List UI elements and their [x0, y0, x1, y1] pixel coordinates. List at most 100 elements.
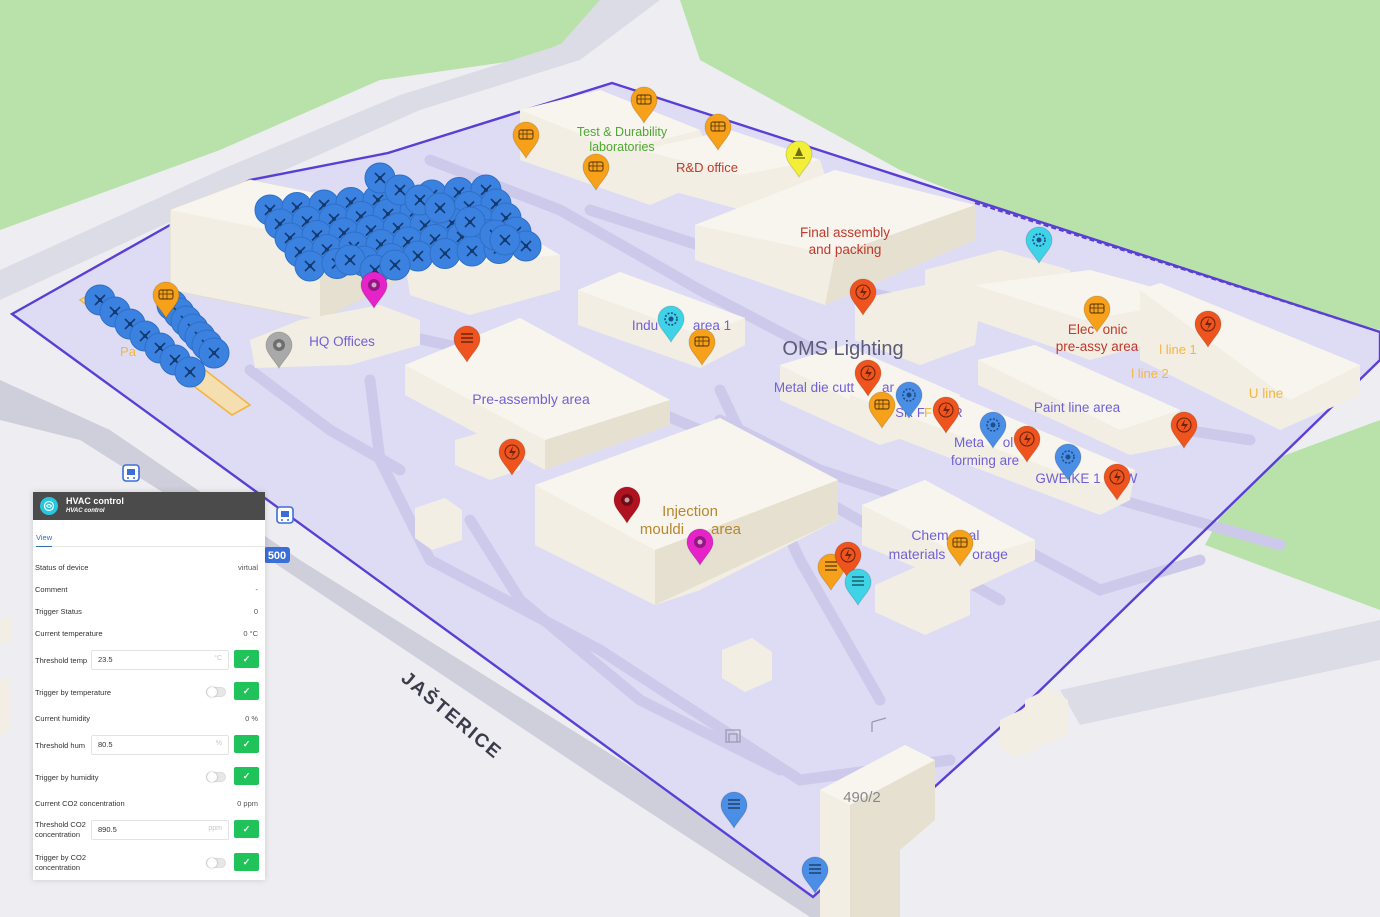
device-pin[interactable] [720, 791, 748, 829]
device-pin[interactable] [1054, 443, 1082, 481]
device-pin[interactable] [868, 391, 896, 429]
device-pin[interactable] [688, 328, 716, 366]
device-pin[interactable] [1083, 295, 1111, 333]
sensor-cluster[interactable] [174, 356, 206, 388]
current-humidity-value: 0 % [245, 714, 258, 723]
current-co2-value: 0 ppm [237, 799, 258, 808]
threshold-humidity-label: Threshold hum [35, 741, 86, 750]
device-pin-icon [621, 494, 633, 506]
sensor-cluster[interactable] [429, 238, 461, 269]
device-pin[interactable] [1170, 411, 1198, 449]
device-pin[interactable] [1013, 425, 1041, 463]
device-pin[interactable] [512, 121, 540, 159]
threshold-co2-input[interactable] [92, 821, 198, 837]
device-pin[interactable] [849, 278, 877, 316]
sensor-cluster[interactable] [198, 337, 230, 369]
device-pin[interactable] [582, 153, 610, 191]
bus-stop-icon[interactable] [122, 464, 140, 482]
label-chemical-3: materials [889, 546, 946, 562]
device-pin[interactable] [1103, 463, 1131, 501]
label-injection-3: area [711, 521, 742, 538]
device-pin[interactable] [360, 271, 388, 309]
device-pin-icon [518, 129, 534, 140]
label-metal-die-1: Metal die cutt [774, 380, 855, 395]
trigger-co2-confirm-button[interactable]: ✓ [234, 853, 259, 871]
device-pin-icon [694, 536, 706, 548]
device-pin[interactable] [1025, 226, 1053, 264]
threshold-humidity-confirm-button[interactable]: ✓ [234, 735, 259, 753]
device-pin[interactable] [844, 568, 872, 606]
device-pin[interactable] [834, 541, 862, 579]
threshold-humidity-field[interactable]: % [91, 735, 229, 755]
bus-stop-icon[interactable] [276, 506, 294, 524]
comment-value: - [255, 585, 259, 594]
sensor-cluster-group[interactable] [84, 162, 542, 388]
sensor-cluster[interactable] [489, 224, 521, 256]
sensor-cluster[interactable] [379, 249, 411, 281]
svg-text:Pre-assembly area: Pre-assembly area [472, 391, 590, 407]
threshold-temperature-field[interactable]: °C [91, 650, 229, 670]
device-pin[interactable] [265, 331, 293, 369]
device-pin-icon [1200, 316, 1216, 332]
device-pin[interactable] [657, 305, 685, 343]
trigger-humidity-toggle[interactable] [206, 772, 226, 782]
device-pin[interactable] [946, 529, 974, 567]
device-pin[interactable] [1194, 310, 1222, 348]
threshold-co2-field[interactable]: ppm [91, 820, 229, 840]
device-pin[interactable] [854, 359, 882, 397]
device-pin[interactable] [704, 113, 732, 151]
device-pin[interactable] [613, 486, 641, 524]
svg-text:orage: orage [972, 546, 1008, 562]
device-pin-icon [710, 121, 726, 132]
threshold-co2-confirm-button[interactable]: ✓ [234, 820, 259, 838]
current-temperature-label: Current temperature [35, 629, 103, 638]
label-injection-2: mouldi [640, 521, 684, 538]
device-pin-icon [855, 284, 871, 300]
device-pin[interactable] [801, 856, 829, 894]
current-humidity-label: Current humidity [35, 714, 91, 723]
boundary-dashed-east [974, 202, 1380, 333]
device-pin[interactable] [630, 86, 658, 124]
device-pin-icon [1176, 417, 1192, 433]
threshold-humidity-input[interactable] [92, 736, 198, 752]
label-l-line-1: l line 1 [1159, 342, 1197, 357]
trigger-temperature-confirm-button[interactable]: ✓ [234, 682, 259, 700]
label-oms-lighting: OMS Lighting [782, 338, 903, 360]
device-pin-group[interactable] [152, 86, 1222, 894]
threshold-temperature-input[interactable] [92, 651, 198, 667]
trigger-humidity-confirm-button[interactable]: ✓ [234, 767, 259, 785]
trigger-co2-toggle[interactable] [206, 858, 226, 868]
sensor-cluster[interactable] [294, 250, 326, 282]
label-electronic-2: onic [1103, 322, 1128, 337]
device-pin-icon [273, 339, 285, 351]
threshold-temperature-confirm-button[interactable]: ✓ [234, 650, 259, 668]
sensor-cluster[interactable] [334, 244, 366, 276]
svg-text:l line 2: l line 2 [1131, 366, 1169, 381]
device-pin-icon [636, 94, 652, 105]
svg-text:mouldi: mouldi [640, 521, 684, 538]
device-pin[interactable] [979, 411, 1007, 449]
sensor-cluster[interactable] [424, 192, 456, 224]
device-pin-icon [588, 161, 604, 172]
svg-text:laboratories: laboratories [589, 140, 654, 154]
device-pin[interactable] [895, 381, 923, 419]
label-chemical-2: al [969, 527, 980, 543]
sensor-cluster[interactable] [454, 206, 486, 238]
device-pin[interactable] [453, 325, 481, 363]
device-pin[interactable] [152, 281, 180, 319]
device-pin-icon [1019, 431, 1035, 447]
status-value: virtual [237, 563, 258, 572]
label-paint-line: Paint line area [1034, 400, 1121, 415]
svg-text:onic: onic [1103, 322, 1128, 337]
device-pin-icon [504, 444, 520, 460]
svg-text:Indu: Indu [632, 318, 658, 333]
tab-view[interactable]: View [36, 533, 53, 547]
device-pin[interactable] [686, 528, 714, 566]
device-pin[interactable] [932, 396, 960, 434]
threshold-temperature-label: Threshold temp [35, 656, 88, 665]
panel-header: HVAC control HVAC control [33, 492, 265, 520]
device-pin[interactable] [785, 140, 813, 178]
trigger-temperature-toggle[interactable] [206, 687, 226, 697]
device-pin[interactable] [498, 438, 526, 476]
